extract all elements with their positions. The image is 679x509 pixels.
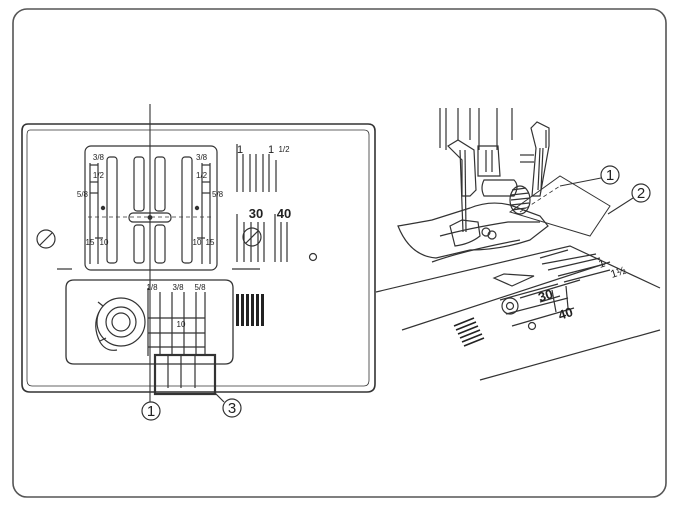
callout-3: 3 xyxy=(213,391,242,418)
bobbin-inch-a: 1/8 xyxy=(146,283,158,292)
side-plate-inch-a: 1 xyxy=(597,258,607,271)
side-mm-a: 30 xyxy=(249,206,263,221)
callout-2: 2 xyxy=(607,183,651,215)
presser-foot-perspective xyxy=(375,108,661,381)
side-plate-mm-b: 40 xyxy=(556,304,574,323)
inch-right-top: 3/8 xyxy=(196,153,208,162)
outer-frame xyxy=(12,8,667,498)
inch-right-low: 5/8 xyxy=(212,190,224,199)
stitch-pattern-icon xyxy=(236,294,264,326)
side-plate-inch-b: 1½ xyxy=(609,265,627,281)
inch-right-mid: 1/2 xyxy=(196,171,208,180)
bobbin-inch-b: 3/8 xyxy=(172,283,184,292)
side-inch-b-whole: 1 xyxy=(268,144,274,156)
mm-right-b: 15 xyxy=(206,238,215,247)
mm-left-a: 15 xyxy=(86,238,95,247)
svg-text:1: 1 xyxy=(606,167,614,184)
mm-right-a: 10 xyxy=(193,238,202,247)
mm-left-b: 10 xyxy=(100,238,109,247)
callout-1-right: 1 xyxy=(559,165,620,187)
inch-left-top: 3/8 xyxy=(93,153,105,162)
plate-side-labels: 30 40 1 1½ xyxy=(536,258,627,323)
callout-1-left: 1 xyxy=(141,401,161,421)
side-plate-mm-a: 30 xyxy=(536,286,554,305)
side-inch-a: 1 xyxy=(237,144,243,156)
svg-text:1: 1 xyxy=(147,403,155,420)
side-mm-b: 40 xyxy=(277,206,291,221)
bobbin-mm: 10 xyxy=(177,320,186,329)
svg-text:2: 2 xyxy=(637,185,645,202)
svg-text:3: 3 xyxy=(228,400,236,417)
inch-left-mid: 1/2 xyxy=(93,171,105,180)
inch-left-low: 5/8 xyxy=(77,190,89,199)
needle-plate-front xyxy=(21,104,376,402)
stitch-pattern-icon-perspective xyxy=(453,317,485,347)
plate-front-labels: 3/8 1/2 5/8 3/8 1/2 5/8 15 10 10 15 1/8 … xyxy=(77,144,291,329)
side-inch-b-frac: 1/2 xyxy=(278,145,290,154)
bobbin-inch-c: 5/8 xyxy=(194,283,206,292)
